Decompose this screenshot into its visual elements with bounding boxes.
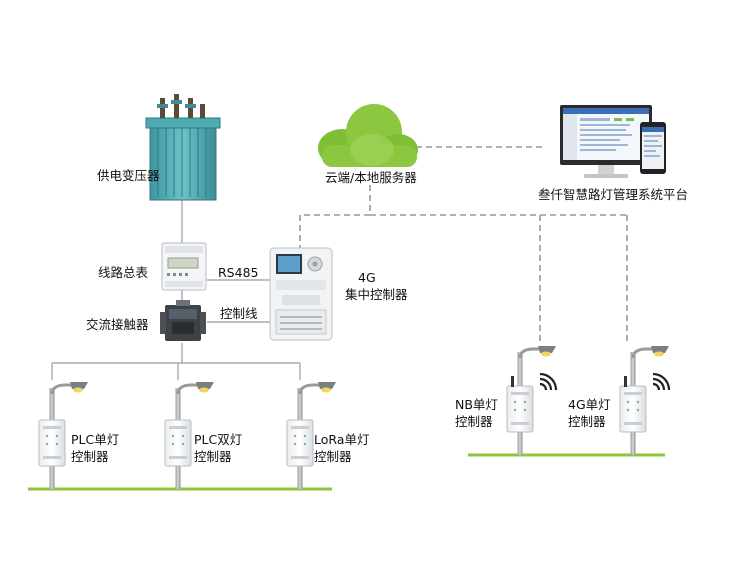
plc-double-label-line1: PLC双灯 bbox=[194, 432, 243, 447]
contactor-label: 交流接触器 bbox=[86, 317, 149, 332]
lora-single-lamp-icon bbox=[286, 382, 336, 489]
transformer-label: 供电变压器 bbox=[97, 168, 160, 183]
cloud-server-label: 云端/本地服务器 bbox=[325, 170, 417, 185]
platform-devices-icon bbox=[560, 105, 666, 178]
platform-label: 叁仟智慧路灯管理系统平台 bbox=[538, 187, 689, 202]
wireless-lamp-group bbox=[506, 346, 671, 455]
4g-single-label-line2: 控制器 bbox=[568, 414, 606, 429]
cloud-icon bbox=[318, 104, 418, 167]
line-meter-icon bbox=[161, 242, 207, 291]
plc-double-label-line2: 控制器 bbox=[194, 449, 232, 464]
concentrator-device-icon bbox=[269, 247, 333, 341]
transformer-icon bbox=[145, 94, 221, 201]
plc-single-lamp-icon bbox=[38, 382, 88, 489]
nb-single-label-line2: 控制器 bbox=[455, 414, 493, 429]
concentrator-label-line1: 4G bbox=[358, 270, 376, 285]
4g-single-lamp-icon bbox=[619, 346, 671, 455]
meter-label: 线路总表 bbox=[98, 265, 149, 280]
ac-contactor-icon bbox=[160, 300, 206, 341]
nb-single-lamp-icon bbox=[506, 346, 558, 455]
4g-single-label-line1: 4G单灯 bbox=[568, 397, 611, 412]
control-line-label: 控制线 bbox=[220, 306, 258, 321]
rs485-label: RS485 bbox=[218, 265, 259, 280]
nb-single-label-line1: NB单灯 bbox=[455, 397, 498, 412]
wired-lamp-group bbox=[38, 382, 336, 489]
plc-double-lamp-icon bbox=[164, 382, 214, 489]
plc-single-label-line2: 控制器 bbox=[71, 449, 109, 464]
concentrator-label-line2: 集中控制器 bbox=[345, 287, 408, 302]
lora-single-label-line2: 控制器 bbox=[314, 449, 352, 464]
network-links bbox=[299, 146, 628, 343]
link-cloud-concentrator bbox=[299, 185, 371, 248]
plc-single-label-line1: PLC单灯 bbox=[71, 432, 120, 447]
lora-single-label-line1: LoRa单灯 bbox=[314, 432, 370, 447]
